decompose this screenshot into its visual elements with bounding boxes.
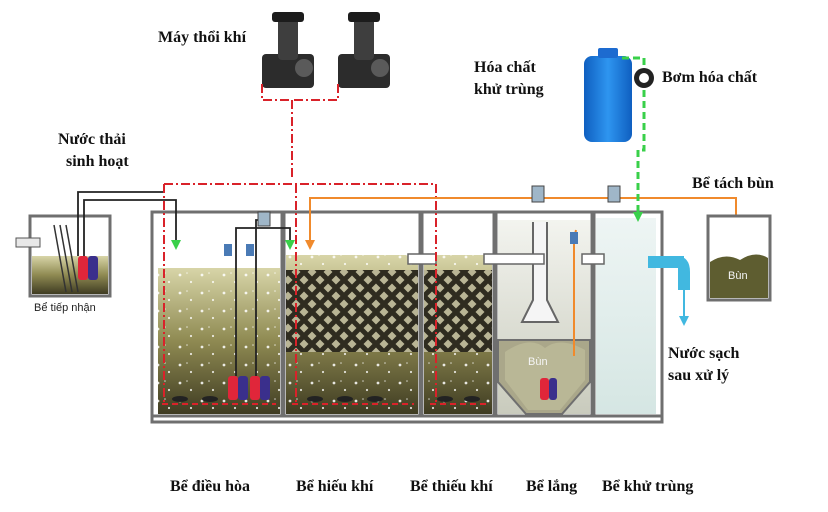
settling-sludge-label: Bùn <box>528 356 548 368</box>
tank-label-equalization: Bể điều hòa <box>170 478 251 495</box>
separation-sludge-label: Bùn <box>728 270 748 282</box>
blower-label: Máy thổi khí <box>158 29 247 46</box>
receiving-tank-label: Bể tiếp nhận <box>34 302 96 314</box>
tank-label-disinfection: Bể khử trùng <box>602 478 694 495</box>
chemical-label-2: khử trùng <box>474 81 544 98</box>
chemical-pump-label: Bơm hóa chất <box>662 69 758 86</box>
arrow-icon <box>171 240 295 250</box>
pump-icon <box>228 376 270 400</box>
blower-icon <box>338 12 390 88</box>
wastewater-label-1: Nước thải <box>58 131 126 148</box>
outlet-pipe <box>648 256 690 326</box>
chemical-tank-icon <box>584 48 632 142</box>
diffuser-icon <box>162 396 488 405</box>
tank-label-anoxic: Bể thiếu khí <box>410 478 493 495</box>
clean-water-label-1: Nước sạch <box>668 345 740 362</box>
pump-icon <box>78 256 98 280</box>
valve-icon <box>224 211 271 256</box>
aerobic-media <box>286 270 418 352</box>
disinfection-water <box>596 218 656 414</box>
air-lines <box>163 84 437 404</box>
arrow-icon <box>633 212 643 222</box>
wastewater-label-2: sinh hoạt <box>66 153 129 170</box>
blower-icon <box>262 12 314 88</box>
valve-icon <box>531 185 621 244</box>
chemical-label-1: Hóa chất <box>474 59 536 76</box>
receiving-tank <box>15 214 112 298</box>
clean-water-label-2: sau xử lý <box>668 367 730 384</box>
chemical-pump-icon <box>634 68 654 88</box>
pump-icon <box>540 378 557 400</box>
anoxic-media <box>424 270 492 352</box>
chemical-line <box>622 56 646 214</box>
tank-label-aerobic: Bể hiếu khí <box>296 478 374 495</box>
sludge-separation-tank <box>706 214 772 302</box>
sludge-separation-label: Bể tách bùn <box>692 175 774 192</box>
settling-baffle <box>520 222 560 323</box>
tank-label-settling: Bể lắng <box>526 478 578 495</box>
